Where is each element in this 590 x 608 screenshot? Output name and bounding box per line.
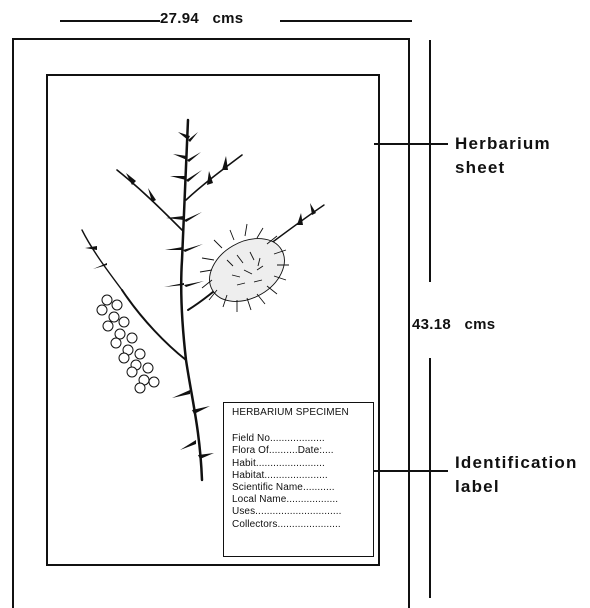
identification-label-card: HERBARIUM SPECIMEN Field No.............… [223,402,374,557]
herbarium-sheet-callout-line2: sheet [455,156,551,180]
herbarium-sheet-callout: Herbarium sheet [455,132,551,180]
label-title: HERBARIUM SPECIMEN [232,407,373,419]
herbarium-sheet-pointer [374,143,448,145]
label-field-collectors: Collectors...................... [232,519,373,531]
herbarium-sheet-callout-line1: Herbarium [455,132,551,156]
height-dimension-line-bottom [429,358,431,598]
width-dimension-label: 27.94 cms [160,10,280,27]
label-field-flora-date: Flora Of..........Date:.... [232,445,373,457]
identification-label-callout-line1: Identification [455,451,578,475]
label-field-habitat: Habitat...................... [232,470,373,482]
label-field-field-no: Field No................... [232,433,373,445]
label-field-uses: Uses.............................. [232,506,373,518]
identification-label-pointer [374,470,448,472]
label-field-habit: Habit........................ [232,458,373,470]
label-field-local-name: Local Name.................. [232,494,373,506]
label-field-scientific-name: Scientific Name........... [232,482,373,494]
height-dimension-line-top [429,40,431,282]
identification-label-callout: Identification label [455,451,578,499]
identification-label-callout-line2: label [455,475,578,499]
height-dimension-label: 43.18 cms [412,316,522,333]
